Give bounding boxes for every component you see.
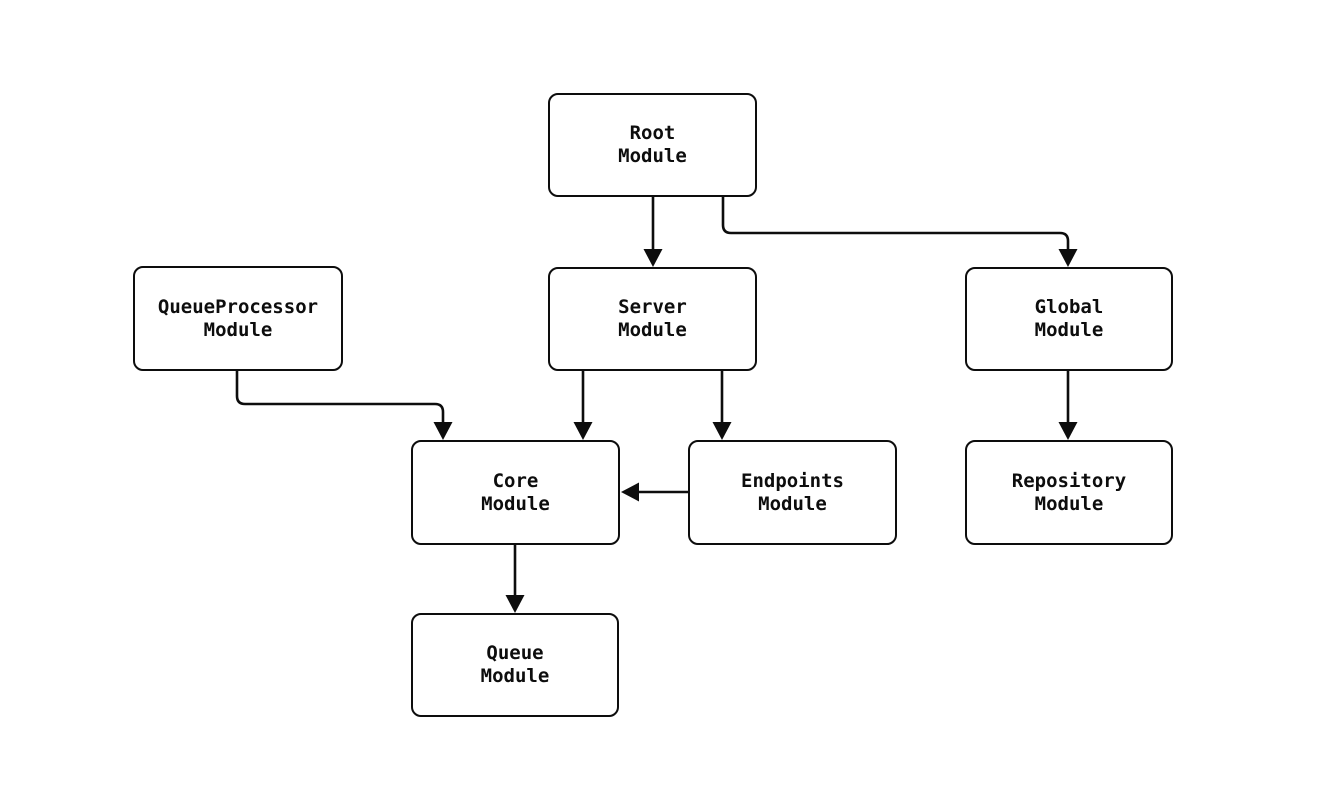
node-server-module: Server Module (548, 267, 757, 371)
edge-global-to-repository (1058, 371, 1078, 440)
node-core-module: Core Module (411, 440, 620, 545)
node-root-module: Root Module (548, 93, 757, 197)
node-repository-module-label: Repository Module (1011, 469, 1127, 515)
edge-core-to-queue (505, 545, 525, 613)
node-endpoints-module: Endpoints Module (688, 440, 897, 545)
node-global-module-label: Global Module (1034, 296, 1104, 341)
edge-root-to-global (721, 197, 1078, 267)
edge-server-to-core (573, 371, 593, 440)
node-endpoints-module-label: Endpoints Module (741, 469, 844, 515)
node-server-module-label: Server Module (618, 296, 687, 341)
node-core-module-label: Core Module (481, 469, 550, 515)
edge-endpoints-to-core (621, 482, 688, 502)
node-repository-module: Repository Module (965, 440, 1173, 545)
node-root-module-label: Root Module (618, 122, 687, 167)
node-queueprocessor-module: QueueProcessor Module (133, 266, 343, 371)
edge-root-to-server (643, 197, 663, 267)
node-queueprocessor-module-label: QueueProcessor Module (157, 295, 319, 341)
edge-server-to-endpoints (712, 371, 732, 440)
node-queue-module-label: Queue Module (480, 642, 550, 687)
edge-queueprocessor-to-core (235, 371, 453, 440)
node-queue-module: Queue Module (411, 613, 619, 717)
node-global-module: Global Module (965, 267, 1173, 371)
